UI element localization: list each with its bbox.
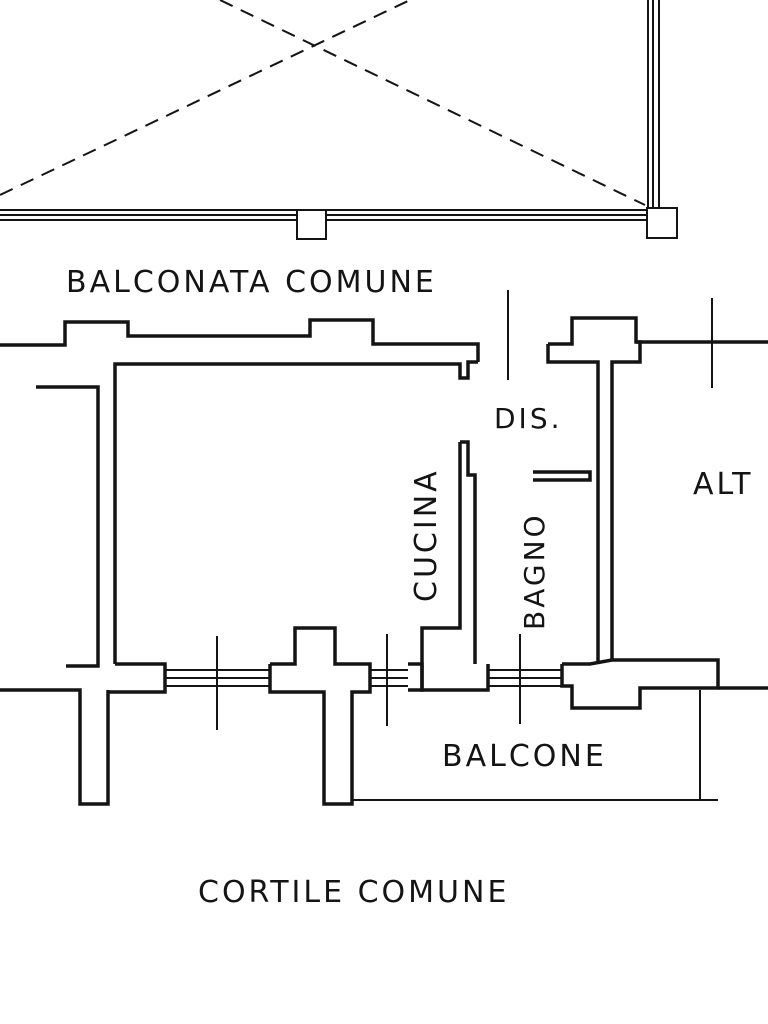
label-cucina: CUCINA	[409, 468, 444, 602]
top-beam	[0, 207, 678, 240]
label-bagno: BAGNO	[518, 512, 551, 630]
label-dis: DIS.	[494, 402, 563, 435]
upper-walls	[0, 316, 768, 664]
windows	[165, 669, 562, 687]
label-balconata-comune: BALCONATA COMUNE	[66, 265, 437, 300]
label-altro: ALT	[693, 467, 753, 502]
section-marks	[216, 290, 713, 730]
left-walls	[0, 385, 110, 806]
lower-walls	[108, 626, 768, 806]
top-right-post	[647, 0, 660, 210]
label-balcone: BALCONE	[442, 739, 607, 774]
label-cortile-comune: CORTILE COMUNE	[198, 875, 509, 910]
interior-partitions	[420, 440, 592, 664]
balcony-outline	[352, 690, 718, 801]
roof-dashed-lines	[0, 0, 646, 206]
